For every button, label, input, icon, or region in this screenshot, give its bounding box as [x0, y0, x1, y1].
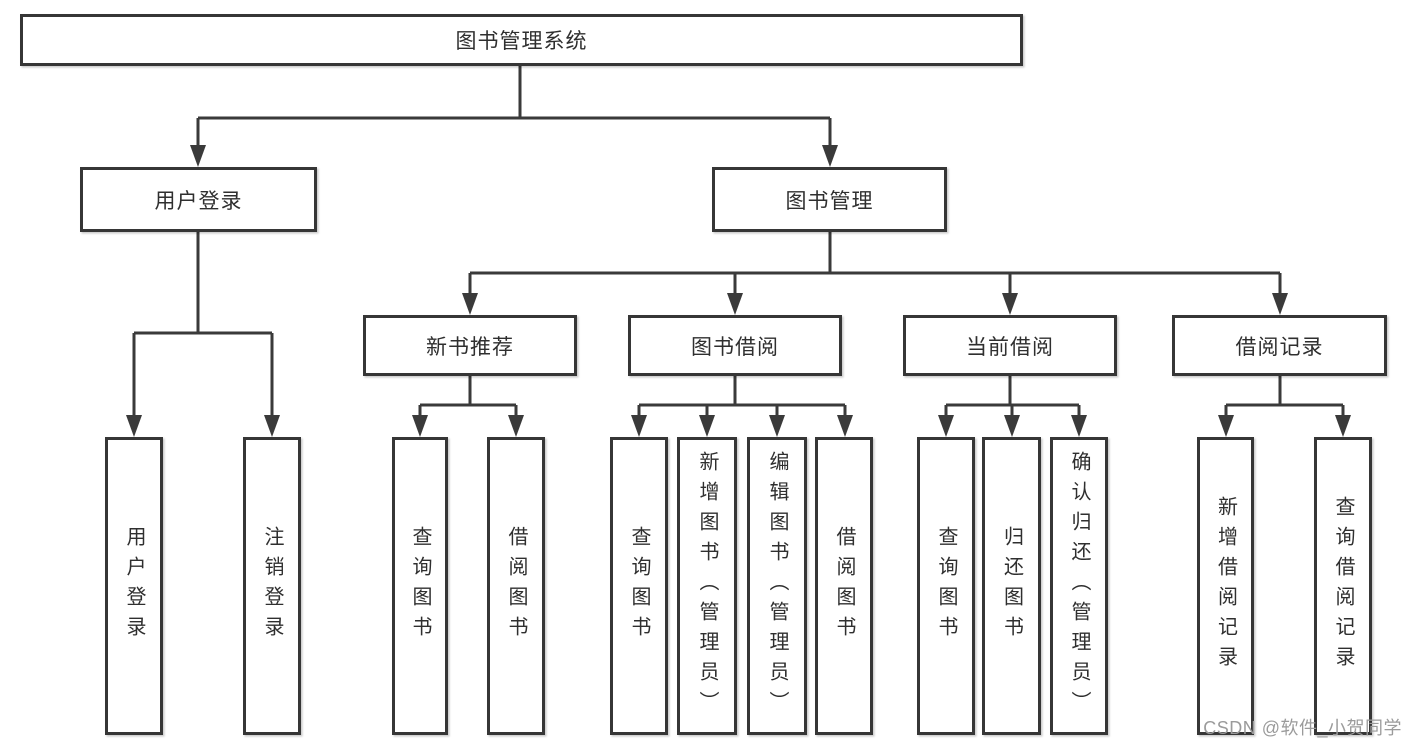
connector-bookmgmt-to-level3 [462, 232, 1288, 315]
arrow-down-icon [462, 293, 478, 315]
leaf-br-add-record: 新增借阅记录 [1197, 437, 1254, 735]
leaf-logout-login: 注销登录 [243, 437, 301, 735]
leaf-rec-query-books: 查询图书 [392, 437, 448, 735]
arrow-down-icon [1004, 415, 1020, 437]
connector-userlogin-to-leaves [126, 232, 280, 437]
arrow-down-icon [837, 415, 853, 437]
arrow-down-icon [1071, 415, 1087, 437]
node-label: 图书管理 [785, 189, 874, 213]
node-label: 新书推荐 [426, 335, 514, 359]
node-label: 查询图书 [628, 526, 650, 646]
node-label: 借阅图书 [833, 526, 855, 646]
node-label: 借阅记录 [1235, 335, 1324, 359]
arrow-down-icon [727, 293, 743, 315]
watermark: CSDN @软件_小贺同学 [1203, 718, 1402, 738]
node-current-borrow: 当前借阅 [903, 315, 1117, 376]
arrow-down-icon [1218, 415, 1234, 437]
leaf-cb-return-books: 归还图书 [982, 437, 1041, 735]
arrow-down-icon [1335, 415, 1351, 437]
leaf-user-login: 用户登录 [105, 437, 163, 735]
arrow-down-icon [631, 415, 647, 437]
leaf-rec-borrow-books: 借阅图书 [487, 437, 545, 735]
node-label: 新增借阅记录 [1214, 496, 1237, 676]
arrow-down-icon [1002, 293, 1018, 315]
leaf-cb-confirm-return-admin: 确认归还（管理员） [1050, 437, 1108, 735]
node-label: 查询借阅记录 [1332, 496, 1354, 676]
leaf-bb-edit-books-admin: 编辑图书（管理员） [747, 437, 807, 735]
node-label: 借阅图书 [505, 526, 527, 646]
leaf-br-query-record: 查询借阅记录 [1314, 437, 1372, 735]
node-label: 图书借阅 [691, 335, 779, 359]
arrow-down-icon [508, 415, 524, 437]
node-label: 确认归还（管理员） [1068, 451, 1090, 721]
leaf-bb-borrow-books: 借阅图书 [815, 437, 873, 735]
node-label: 归还图书 [1000, 526, 1023, 646]
node-new-book-recommend: 新书推荐 [363, 315, 577, 376]
connector-root-to-level2 [190, 65, 838, 167]
arrow-down-icon [190, 145, 206, 167]
arrow-down-icon [1272, 293, 1288, 315]
node-label: 当前借阅 [966, 335, 1054, 359]
arrow-down-icon [822, 145, 838, 167]
connector-borrowrecord-to-leaves [1218, 376, 1351, 437]
arrow-down-icon [126, 415, 142, 437]
node-label: 新增图书（管理员） [696, 451, 718, 721]
node-label: 查询图书 [409, 526, 431, 646]
node-book-borrow: 图书借阅 [628, 315, 842, 376]
node-label: 用户登录 [154, 189, 243, 213]
node-label: 图书管理系统 [455, 30, 588, 53]
leaf-cb-query-books: 查询图书 [917, 437, 975, 735]
node-user-login: 用户登录 [80, 167, 317, 232]
arrow-down-icon [699, 415, 715, 437]
connector-bookborrow-to-leaves [631, 376, 853, 437]
node-label: 注销登录 [261, 526, 283, 646]
arrow-down-icon [769, 415, 785, 437]
arrow-down-icon [938, 415, 954, 437]
node-borrow-records: 借阅记录 [1172, 315, 1387, 376]
arrow-down-icon [264, 415, 280, 437]
connector-currentborrow-to-leaves [938, 376, 1087, 437]
node-label: 编辑图书（管理员） [766, 451, 788, 721]
node-book-management: 图书管理 [712, 167, 947, 232]
node-label: 用户登录 [123, 526, 145, 646]
node-label: 查询图书 [935, 526, 957, 646]
node-system-root: 图书管理系统 [20, 14, 1023, 66]
leaf-bb-add-books-admin: 新增图书（管理员） [677, 437, 737, 735]
connector-newbookrec-to-leaves [412, 376, 524, 437]
leaf-bb-query-books: 查询图书 [610, 437, 668, 735]
arrow-down-icon [412, 415, 428, 437]
